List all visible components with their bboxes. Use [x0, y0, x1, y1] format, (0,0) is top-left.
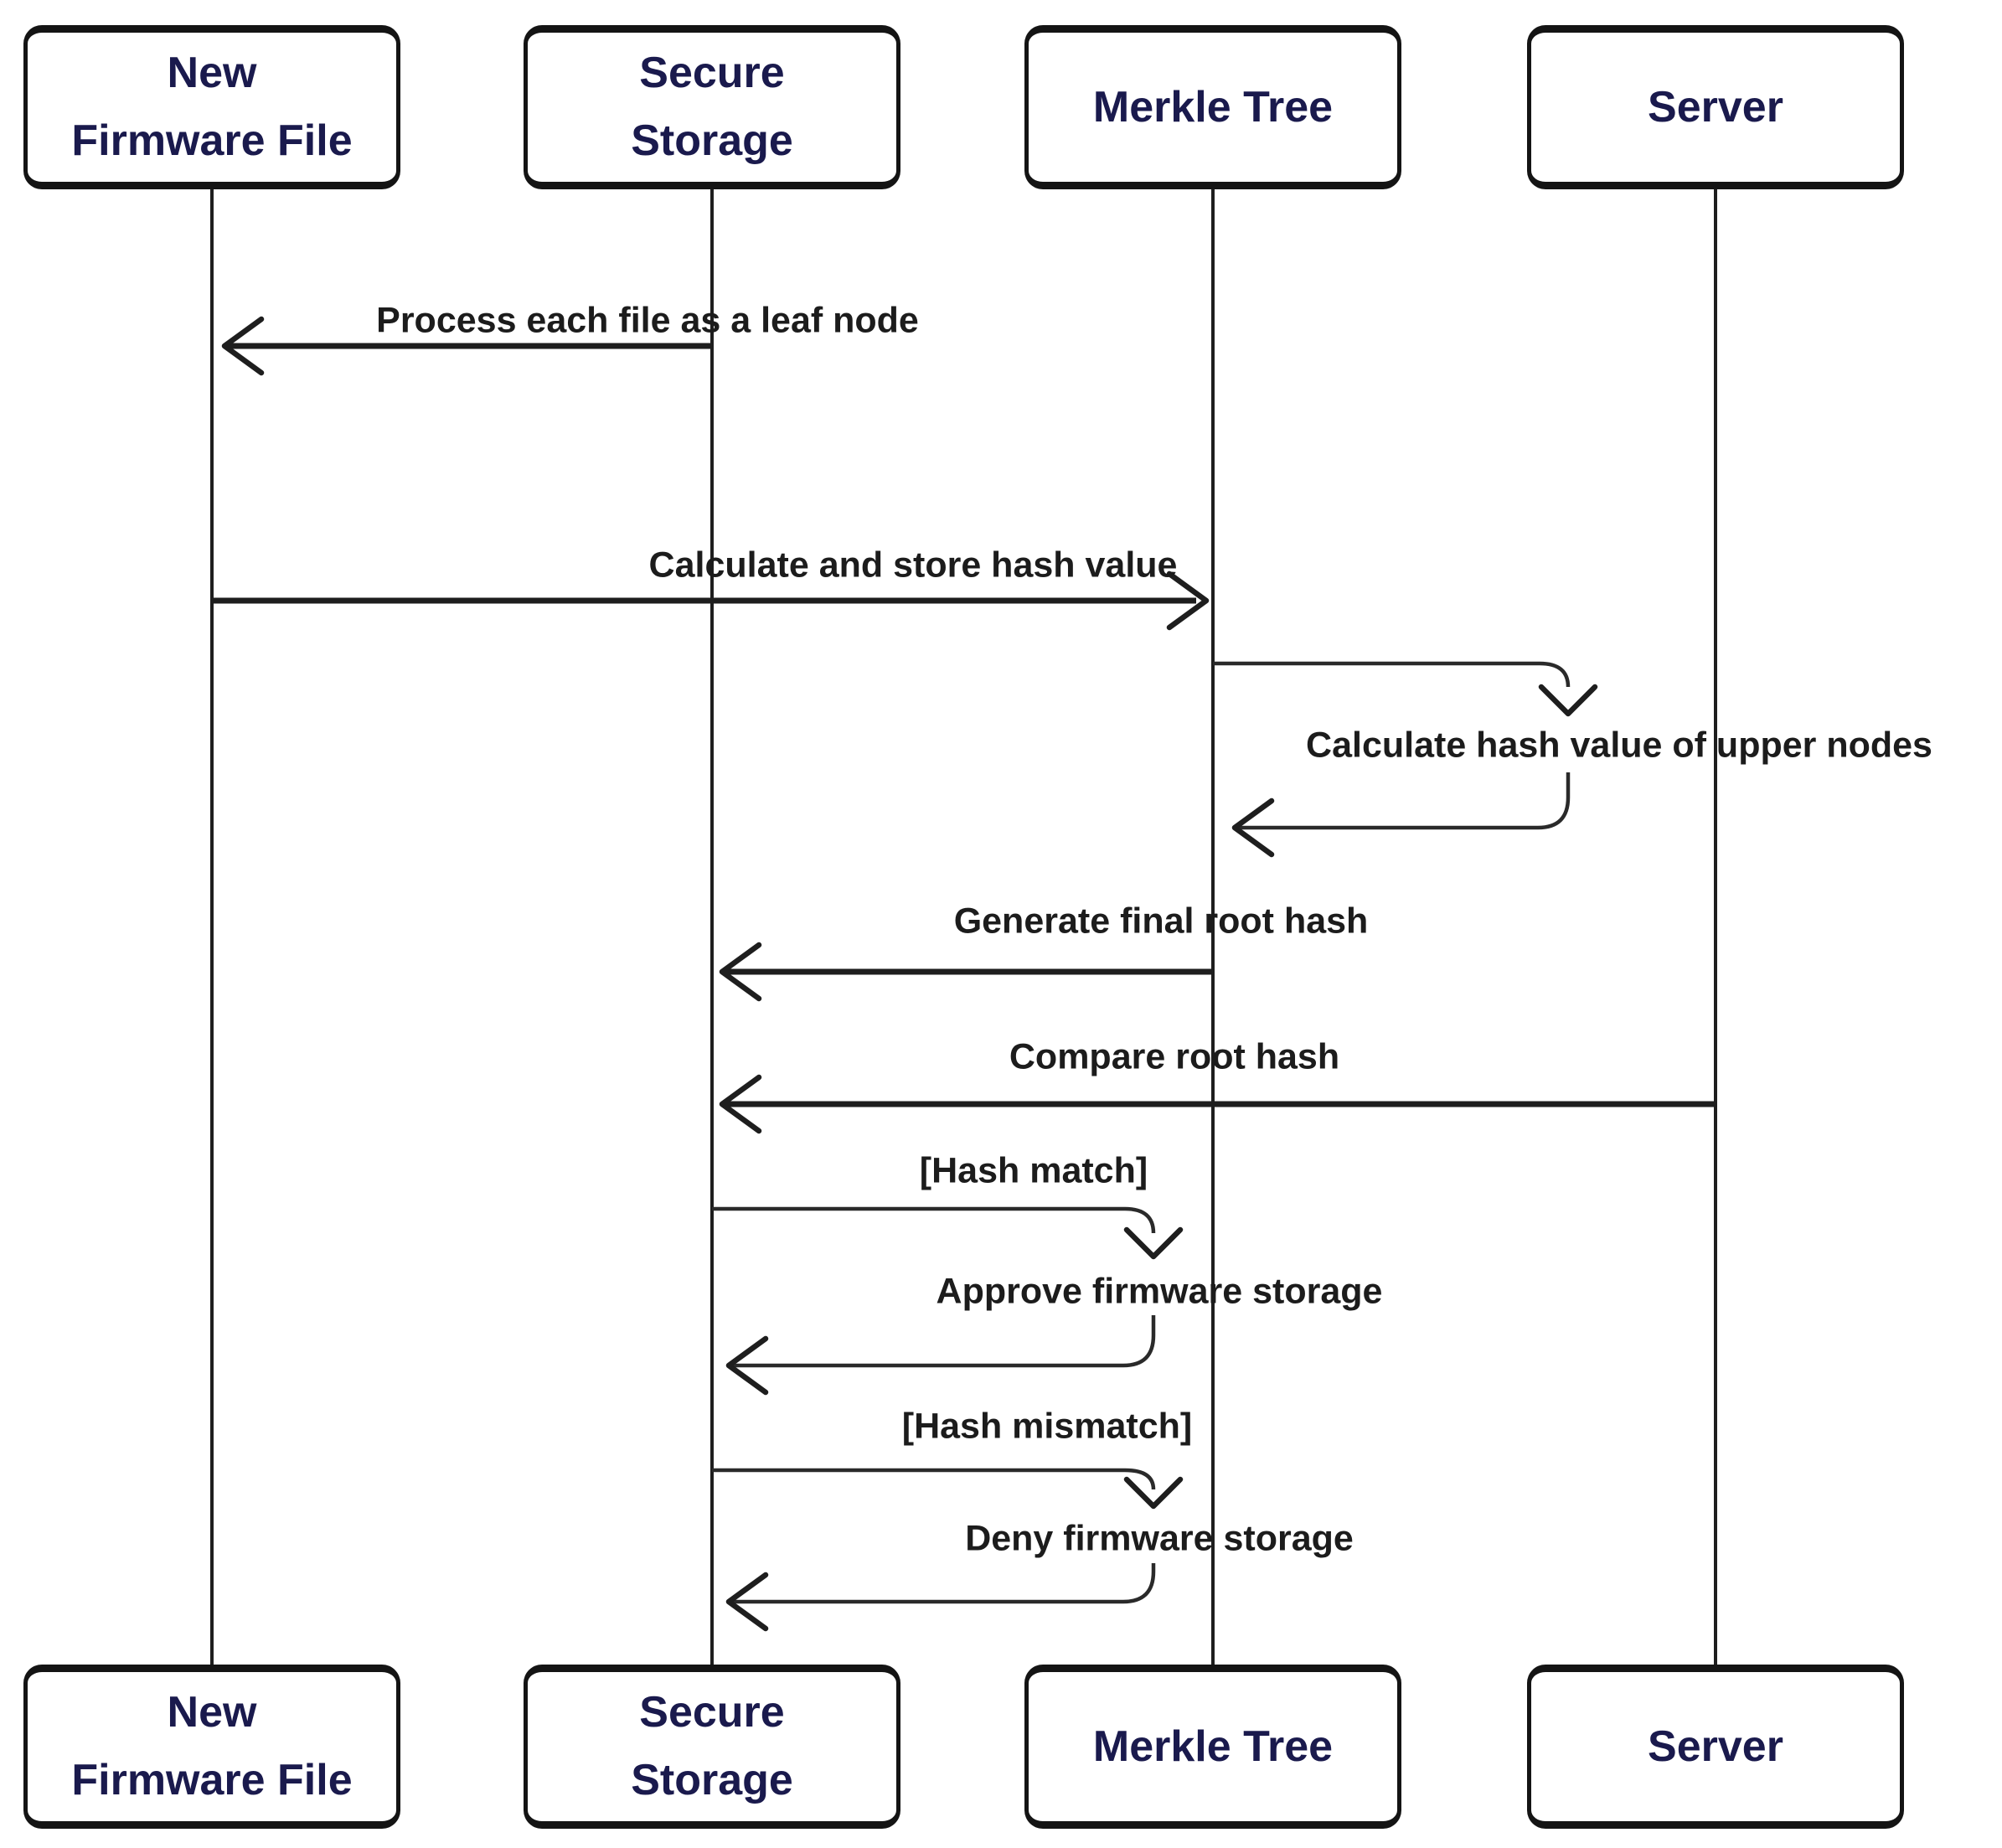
actor-label-line: Merkle Tree: [1092, 1722, 1334, 1771]
self-loop-hash-mismatch: [712, 1468, 1184, 1632]
actor-label-line: Secure: [639, 1688, 785, 1737]
message-label-calculate-store-hash: Calculate and store hash value: [648, 545, 1178, 586]
actor-label-line: Server: [1648, 1722, 1783, 1771]
arrow-calculate-store-hash: [212, 570, 1210, 631]
actor-label-line: Firmware File: [71, 1756, 353, 1804]
actor-bottom-new-firmware-file: New Firmware File: [23, 1665, 400, 1829]
arrowhead-left-icon: [725, 1572, 769, 1632]
self-loop-upper-nodes: [1213, 661, 1598, 858]
actor-label-line: Firmware File: [71, 116, 353, 165]
message-label-compare-root-hash: Compare root hash: [1009, 1036, 1340, 1077]
actor-bottom-merkle-tree: Merkle Tree: [1024, 1665, 1401, 1829]
arrowhead-left-icon: [221, 316, 265, 376]
message-label-approve-firmware: Approve firmware storage: [936, 1271, 1383, 1312]
arrow-generate-root-hash: [719, 942, 1213, 1002]
actor-label-line: Secure: [639, 49, 785, 98]
message-label-process-each-file: Process each file as a leaf node: [376, 300, 919, 341]
message-label-calculate-upper-nodes: Calculate hash value of upper nodes: [1306, 725, 1932, 766]
message-label-generate-root-hash: Generate final root hash: [953, 901, 1369, 942]
message-label-hash-mismatch: [Hash mismatch]: [901, 1406, 1193, 1447]
arrowhead-left-icon: [1231, 798, 1275, 858]
actor-label-line: Storage: [631, 1756, 793, 1804]
arrowhead-down-icon: [1538, 684, 1598, 717]
arrow-compare-root-hash: [719, 1074, 1716, 1134]
actor-label-line: New: [167, 49, 257, 98]
actor-bottom-server: Server: [1527, 1665, 1904, 1829]
actor-top-secure-storage: Secure Storage: [524, 25, 900, 189]
actor-bottom-secure-storage: Secure Storage: [524, 1665, 900, 1829]
actor-top-merkle-tree: Merkle Tree: [1024, 25, 1401, 189]
arrowhead-down-icon: [1123, 1476, 1184, 1510]
arrowhead-down-icon: [1123, 1226, 1184, 1260]
actor-top-new-firmware-file: New Firmware File: [23, 25, 400, 189]
arrowhead-left-icon: [719, 942, 762, 1002]
arrowhead-left-icon: [719, 1074, 762, 1134]
actor-label-line: New: [167, 1688, 257, 1737]
actor-label-line: Merkle Tree: [1092, 82, 1334, 132]
arrowhead-left-icon: [725, 1335, 769, 1396]
arrow-process-each-file: [221, 316, 712, 376]
arrowhead-right-icon: [1166, 570, 1210, 631]
actor-label-line: Storage: [631, 116, 793, 165]
actor-label-line: Server: [1648, 82, 1783, 132]
message-label-deny-firmware: Deny firmware storage: [965, 1518, 1354, 1559]
message-label-hash-match: [Hash match]: [919, 1150, 1148, 1191]
actor-top-server: Server: [1527, 25, 1904, 189]
self-loop-hash-match: [712, 1206, 1184, 1396]
